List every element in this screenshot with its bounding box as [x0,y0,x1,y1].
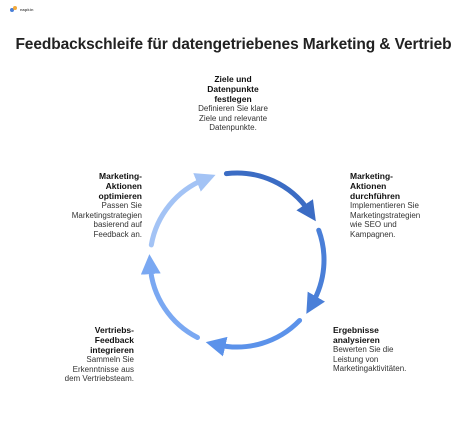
step-description: Implementieren Sie Marketingstrategien w… [350,201,460,239]
step-title-line: durchführen [350,191,401,201]
step-description: Sammeln Sie Erkenntnisse aus dem Vertrie… [24,355,134,384]
logo-icon [10,6,18,13]
step-desc-line: Definieren Sie klare [198,104,268,113]
arc-feedback [140,254,200,341]
step-title: Marketing- Aktionen optimieren [32,171,142,201]
step-desc-line: Bewerten Sie die [333,345,394,354]
step-desc-line: Feedback an. [93,229,142,239]
step-desc-line: basierend auf [93,220,142,229]
step-desc-line: Passen Sie [101,201,142,210]
step-title-line: Datenpunkte [207,84,259,94]
step-title-line: festlegen [214,94,252,104]
step-description: Bewerten Sie die Leistung von Marketinga… [333,345,443,374]
arc-durchfuehren [306,227,327,314]
step-ziele-festlegen: Ziele und Datenpunkte festlegen Definier… [178,74,288,133]
step-desc-line: Marketingaktivitäten. [333,364,407,373]
step-desc-line: Ziele und relevante [198,113,268,123]
step-aktionen-optimieren: Marketing- Aktionen optimieren Passen Si… [32,171,142,239]
step-title-line: Feedback [94,335,134,345]
arc-analysieren [205,317,303,357]
logo: napkin [10,6,34,13]
step-title-line: Marketing- [99,171,142,181]
step-title-line: optimieren [98,191,142,201]
arc-ziele [223,170,316,222]
step-title-line: Aktionen [350,181,387,191]
step-title-line: analysieren [333,335,380,345]
step-desc-line: Erkenntnisse aus [72,364,134,374]
step-desc-line: Leistung von [333,354,379,364]
step-desc-line: wie SEO und [350,220,397,229]
step-description: Definieren Sie klare Ziele und relevante… [178,104,288,133]
step-title-line: Marketing- [350,171,393,181]
step-desc-line: Marketingstrategien [71,210,142,220]
step-aktionen-durchfuehren: Marketing- Aktionen durchführen Implemen… [350,171,460,239]
arc-optimieren [148,173,216,248]
step-title-line: Aktionen [105,181,142,191]
step-ergebnisse-analysieren: Ergebnisse analysieren Bewerten Sie die … [333,325,443,374]
step-title-line: Ziele und [214,74,252,84]
step-desc-line: Marketingstrategien [350,210,421,220]
step-desc-line: Kampagnen. [350,229,396,239]
step-desc-line: Sammeln Sie [86,355,134,364]
logo-text: napkin [20,7,34,12]
step-desc-line: Implementieren Sie [350,201,419,210]
step-title-line: Ergebnisse [333,325,379,335]
step-desc-line: Datenpunkte. [209,123,257,132]
step-title: Marketing- Aktionen durchführen [350,171,460,201]
step-title: Ergebnisse analysieren [333,325,443,345]
step-title-line: integrieren [90,345,134,355]
step-feedback-integrieren: Vertriebs- Feedback integrieren Sammeln … [24,325,134,384]
step-title: Ziele und Datenpunkte festlegen [178,74,288,104]
step-title: Vertriebs- Feedback integrieren [24,325,134,355]
step-description: Passen Sie Marketingstrategien basierend… [32,201,142,239]
step-title-line: Vertriebs- [94,325,134,335]
step-desc-line: dem Vertriebsteam. [64,374,134,383]
page-title: Feedbackschleife für datengetriebenes Ma… [15,36,452,53]
